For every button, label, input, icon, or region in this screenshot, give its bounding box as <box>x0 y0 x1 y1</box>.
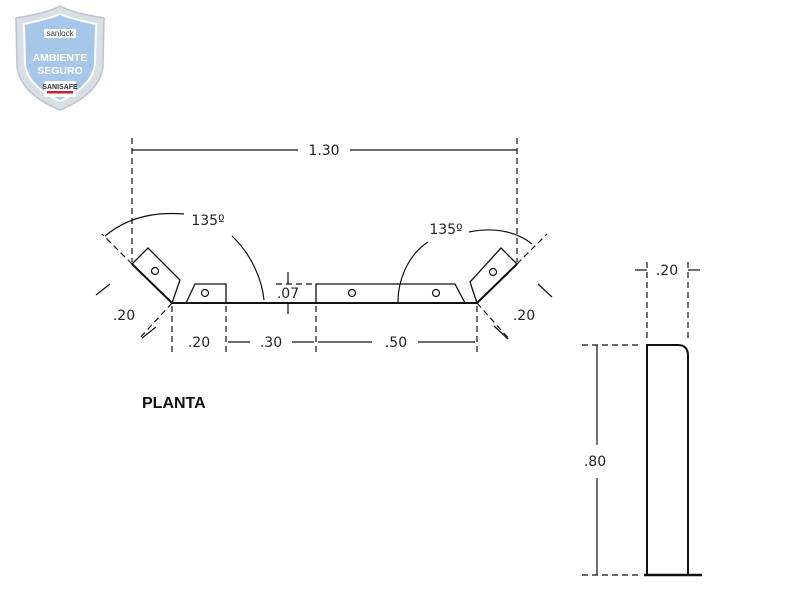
hole-icon <box>347 288 357 298</box>
ext-flange-right-a <box>516 233 548 265</box>
ext-flange-left-a <box>101 233 133 265</box>
angle-right-label: 135º <box>429 222 462 238</box>
dim-seg1-label: .20 <box>188 335 210 351</box>
logo-red-bar <box>47 91 73 94</box>
sanlock-logo: sanlock AMBIENTE SEGURO SANISAFE <box>15 5 105 111</box>
left-flange-tab <box>131 247 181 305</box>
dim-flange-left-tick-b <box>141 326 157 339</box>
hole-icon <box>150 266 160 276</box>
right-flange-tab <box>469 247 518 305</box>
logo-line2: SEGURO <box>37 65 83 77</box>
side-view: .20 .80 <box>582 262 702 577</box>
plan-view: 1.30 135º 135º .07 .20 <box>95 138 553 412</box>
angle-arc-right-a <box>468 229 533 245</box>
ext-flange-right-b <box>476 302 511 341</box>
dim-seg3-label: .50 <box>385 335 407 351</box>
angle-arc-left-a <box>104 212 185 237</box>
dim-side-height-label: .80 <box>584 454 606 470</box>
angle-arc-left-b <box>231 235 265 301</box>
dim-flange-right-label: .20 <box>513 308 535 324</box>
dim-overall-label: 1.30 <box>308 143 339 159</box>
dim-thk-label: .07 <box>277 286 299 302</box>
dim-flange-left-tick-a <box>95 283 111 296</box>
dim-seg2-label: .30 <box>260 335 282 351</box>
dim-flange-left-label: .20 <box>113 308 135 324</box>
angle-left-label: 135º <box>191 213 224 229</box>
logo-line1: AMBIENTE <box>33 52 88 64</box>
logo-brand-box <box>44 29 76 38</box>
ext-flange-left-b <box>137 302 173 341</box>
hole-icon <box>431 288 441 298</box>
dim-side-width-label: .20 <box>656 263 678 279</box>
left-bottom-tab <box>184 283 227 304</box>
dim-flange-right-tick-b <box>493 325 509 340</box>
plan-title: PLANTA <box>142 395 206 412</box>
angle-arc-right-b <box>397 241 429 303</box>
center-tab <box>315 283 467 304</box>
side-profile <box>646 344 689 575</box>
hole-icon <box>200 288 210 298</box>
dim-flange-right-tick-a <box>537 283 553 298</box>
hole-icon <box>488 267 498 277</box>
shield-inner-icon <box>22 12 98 103</box>
logo-brand: sanlock <box>46 29 74 38</box>
logo-sub: SANISAFE <box>42 84 78 91</box>
